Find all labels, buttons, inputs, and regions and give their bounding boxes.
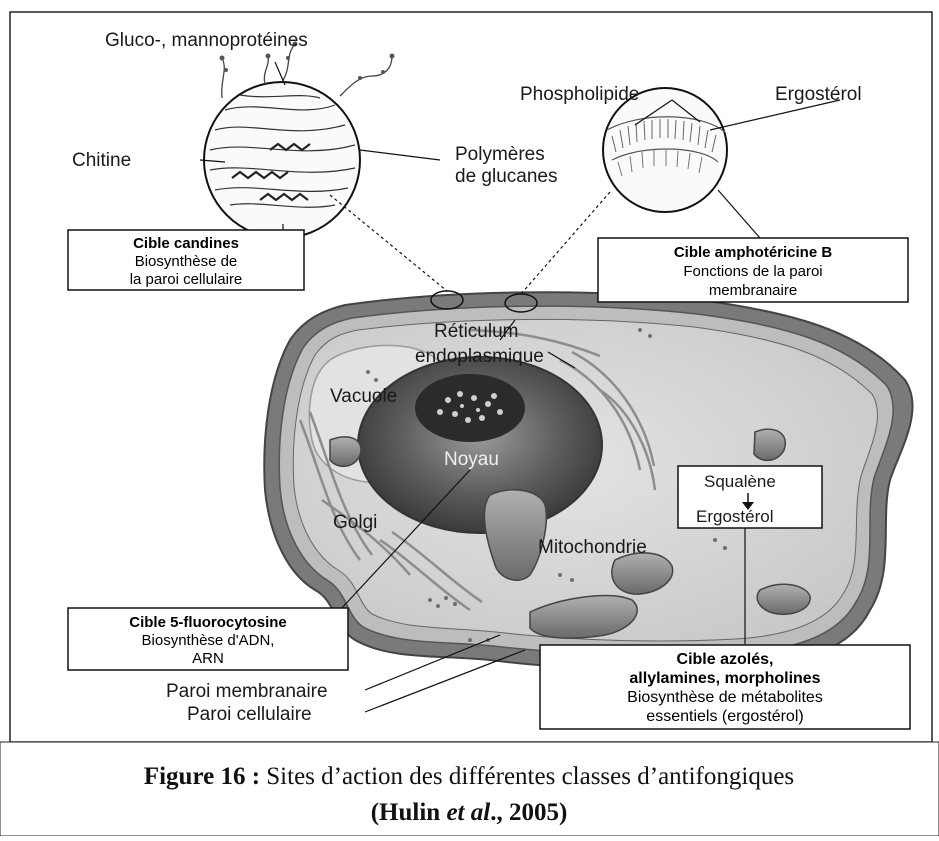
label-membrane-wall: Paroi membranaire	[166, 681, 328, 702]
box-azoles-title1: Cible azolés,	[677, 651, 774, 668]
caption-figure-label: Figure 16 :	[144, 763, 260, 790]
label-nucleus: Noyau	[444, 449, 499, 470]
box-candines-line2: la paroi cellulaire	[130, 271, 243, 288]
membrane-zoom	[603, 88, 727, 212]
label-mitochondria: Mitochondrie	[538, 537, 647, 558]
label-phospholipid: Phospholipide	[520, 84, 639, 105]
box-azoles-line2: essentiels (ergostérol)	[646, 708, 803, 725]
label-golgi: Golgi	[333, 512, 377, 533]
label-vacuole: Vacuole	[330, 386, 397, 407]
caption-text: Sites d’action des différentes classes d…	[260, 763, 794, 790]
box-amphotericin-line1: Fonctions de la paroi	[683, 263, 822, 280]
caption-ref-etal: et al	[446, 799, 490, 826]
label-chitin: Chitine	[72, 150, 131, 171]
squalene-box: Squalène Ergostérol	[678, 466, 822, 528]
label-glucan-polymers-2: de glucanes	[455, 166, 557, 187]
figure-reference: (Hulin et al., 2005)	[371, 799, 568, 826]
label-er-1: Réticulum	[434, 321, 518, 342]
figure-caption: Figure 16 : Sites d’action des différent…	[144, 763, 794, 790]
box-azoles: Cible azolés, allylamines, morpholines B…	[540, 645, 910, 729]
box-azoles-line1: Biosynthèse de métabolites	[627, 689, 823, 706]
box-azoles-title2: allylamines, morpholines	[629, 670, 820, 687]
label-er-2: endoplasmique	[415, 346, 544, 367]
label-glucan-polymers-1: Polymères	[455, 144, 545, 165]
label-glycoproteins: Gluco-, mannoprotéines	[105, 30, 308, 51]
caption-ref-open: (Hulin	[371, 799, 447, 826]
caption-ref-close: ., 2005)	[490, 799, 567, 826]
box-candines-title: Cible candines	[133, 235, 239, 252]
box-fluorocytosine-line1: Biosynthèse d'ADN,	[142, 632, 275, 649]
box-amphotericin-title: Cible amphotéricine B	[674, 244, 833, 261]
box-candines: Cible candines Biosynthèse de la paroi c…	[68, 230, 304, 290]
nucleolus	[415, 374, 525, 442]
box-amphotericin-line2: membranaire	[709, 282, 797, 299]
wall-zoom	[204, 42, 395, 239]
box-fluorocytosine: Cible 5-fluorocytosine Biosynthèse d'ADN…	[68, 608, 348, 670]
box-fluorocytosine-line2: ARN	[192, 650, 224, 667]
label-cell-wall: Paroi cellulaire	[187, 704, 312, 725]
label-ergosterol: Ergostérol	[775, 84, 862, 105]
label-squalene: Squalène	[704, 472, 776, 491]
label-ergosterol-box: Ergostérol	[696, 507, 773, 526]
box-amphotericin: Cible amphotéricine B Fonctions de la pa…	[598, 238, 908, 302]
box-fluorocytosine-title: Cible 5-fluorocytosine	[129, 614, 287, 631]
box-candines-line1: Biosynthèse de	[135, 253, 238, 270]
